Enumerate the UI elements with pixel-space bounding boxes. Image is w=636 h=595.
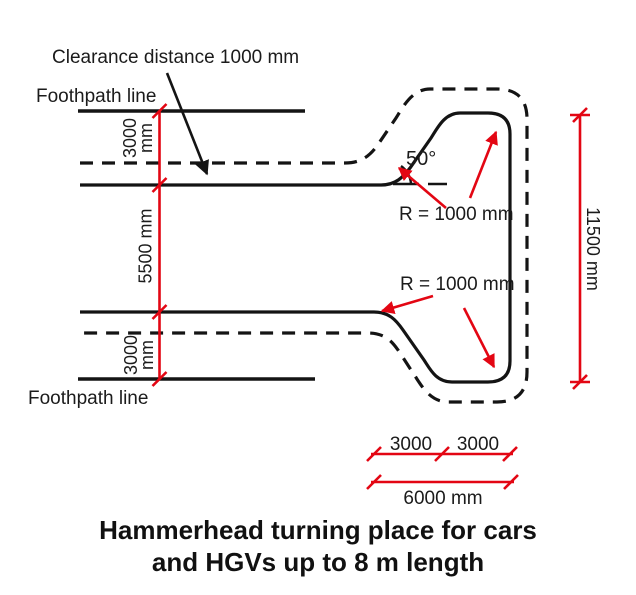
- dim-tick: [502, 446, 518, 462]
- offset-bottom-unit: mm: [137, 340, 158, 371]
- offset-top-unit: mm: [136, 123, 157, 154]
- radius-bottom-label: R = 1000 mm: [400, 274, 515, 295]
- diagram-title-line2: and HGVs up to 8 m length: [151, 547, 485, 577]
- clearance-leader-arrow: [165, 72, 209, 176]
- dim-tick: [151, 371, 168, 387]
- radius-bottom-arrow-right: [462, 307, 496, 369]
- road-edge-outline: [80, 111, 512, 384]
- dim-tick: [366, 474, 382, 490]
- dimension-line-left: [151, 103, 168, 387]
- dim-tick: [503, 474, 519, 490]
- head-half-left-label: 3000: [389, 434, 433, 455]
- head-total-label: 6000 mm: [403, 488, 483, 509]
- dim-tick: [572, 107, 588, 123]
- diagram-title-line1: Hammerhead turning place for cars: [99, 515, 537, 545]
- radius-top-arrow-right: [468, 130, 498, 199]
- radius-bottom-arrow-left: [380, 294, 434, 315]
- dim-tick: [434, 446, 450, 462]
- turn-angle-label: 50°: [406, 148, 437, 170]
- diagram-title: Hammerhead turning place for cars and HG…: [0, 514, 636, 578]
- dim-tick: [151, 103, 168, 119]
- radius-top-arrow-left: [397, 167, 447, 209]
- clearance-note-label: Clearance distance 1000 mm: [52, 47, 300, 68]
- dim-tick: [151, 304, 168, 320]
- dim-tick: [572, 374, 588, 390]
- dim-tick: [366, 446, 382, 462]
- dim-tick: [151, 177, 168, 193]
- footpath-label-bottom: Foothpath line: [28, 388, 149, 409]
- radius-top-label: R = 1000 mm: [399, 204, 514, 225]
- dimension-line-head-total: [366, 474, 519, 490]
- dimension-line-head-halves: [366, 446, 518, 462]
- dimension-line-right: [570, 107, 590, 390]
- clearance-outline-dashed: [80, 87, 529, 404]
- head-half-right-label: 3000: [456, 434, 500, 455]
- footpath-label-top: Foothpath line: [36, 86, 157, 107]
